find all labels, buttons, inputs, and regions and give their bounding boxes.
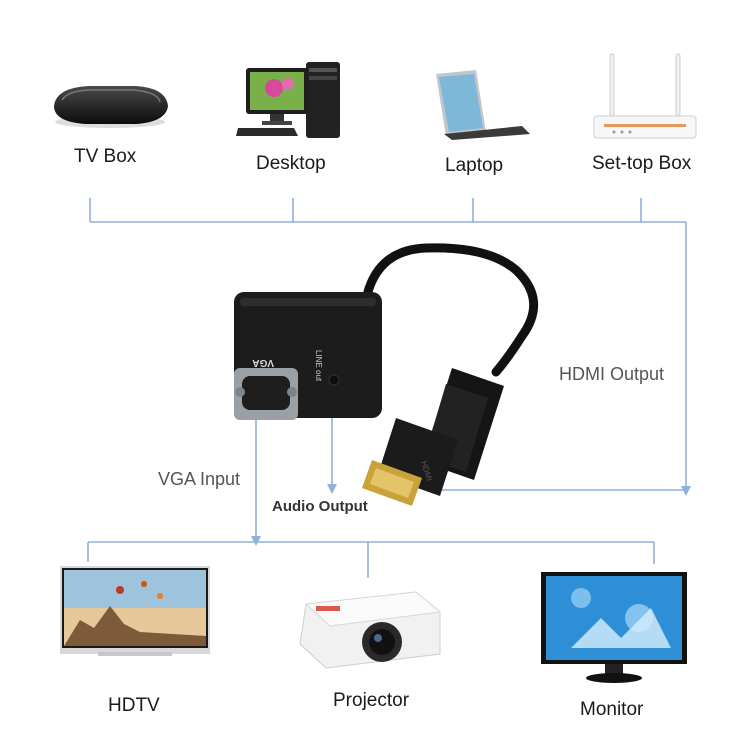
audio-output-label: Audio Output [272,498,368,515]
hdmi-output-label: HDMI Output [559,364,665,384]
settop-box-label: Set-top Box [592,153,692,174]
monitor-label: Monitor [580,699,644,720]
projector-label: Projector [333,690,410,711]
hdtv-label: HDTV [108,695,160,716]
vga-input-label: VGA Input [158,469,241,489]
line-out-label: LINE out [314,350,323,382]
vga-port-label: VGA [252,357,274,368]
desktop-label: Desktop [256,153,326,174]
laptop-label: Laptop [445,155,504,176]
tv-box-label: TV Box [74,146,137,167]
